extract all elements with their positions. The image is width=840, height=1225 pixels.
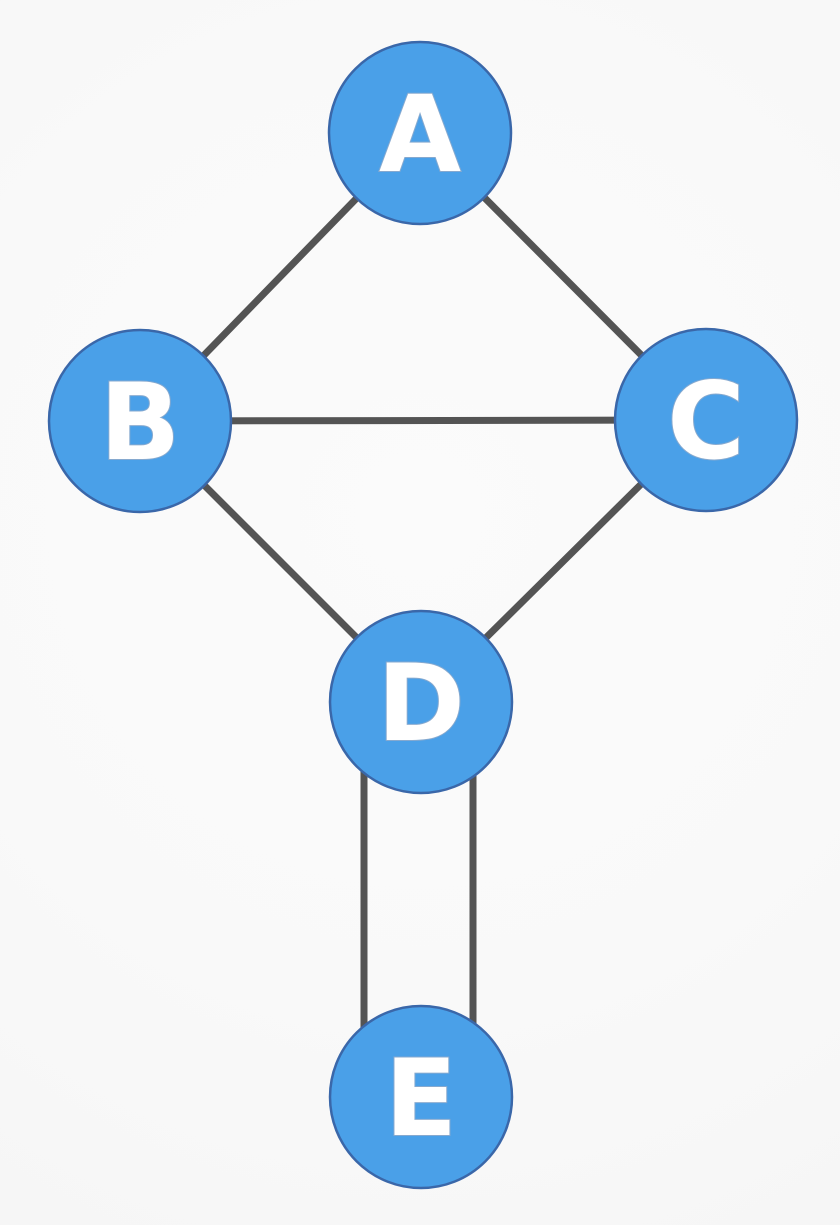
node-label-A: A bbox=[379, 73, 461, 196]
edge-B-C bbox=[139, 416, 707, 425]
node-label-D: D bbox=[377, 642, 465, 765]
node-label-B: B bbox=[100, 361, 181, 484]
node-circle-B bbox=[47, 328, 233, 514]
node-label-C: C bbox=[667, 360, 745, 483]
node-label-E: E bbox=[385, 1037, 457, 1160]
node-E: E bbox=[328, 1004, 514, 1190]
node-B: B bbox=[47, 328, 233, 514]
node-circle-E bbox=[328, 1004, 514, 1190]
node-D: D bbox=[328, 609, 514, 795]
node-C: C bbox=[613, 327, 799, 513]
node-circle-C bbox=[613, 327, 799, 513]
node-A: A bbox=[327, 40, 513, 226]
node-circle-A bbox=[327, 40, 513, 226]
node-circle-D bbox=[328, 609, 514, 795]
